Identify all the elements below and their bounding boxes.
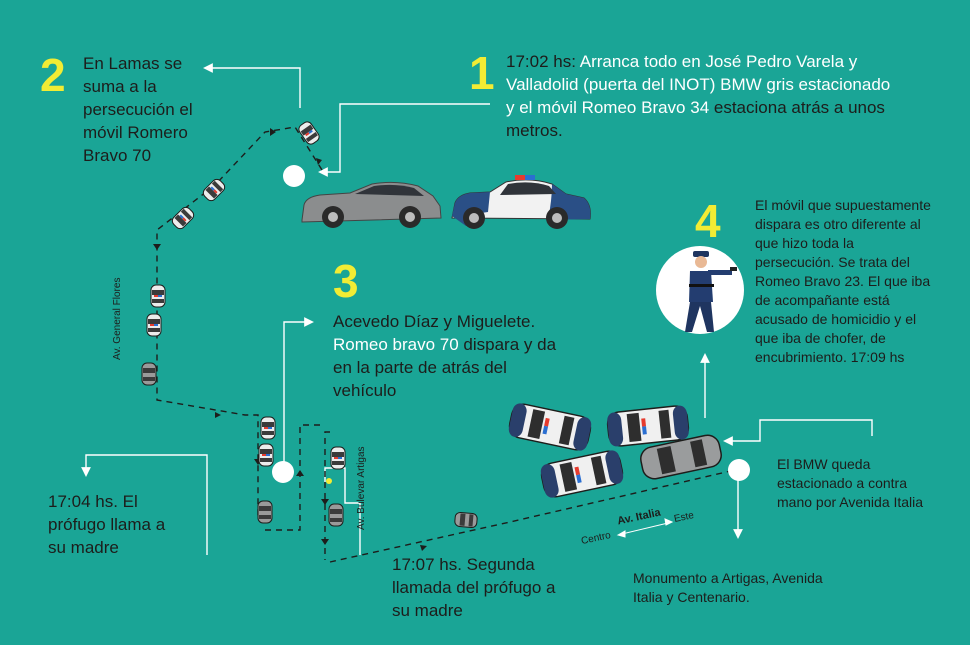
step-number-3: 3 xyxy=(333,255,359,307)
chase-route xyxy=(156,126,738,563)
final-scene-cars xyxy=(506,401,722,500)
annotation-3-text-b: dispara y da en la parte de atrás del ve… xyxy=(333,335,557,400)
annotation-4-text: El móvil que supuestamente dispara es ot… xyxy=(755,197,931,365)
connector-lines xyxy=(81,63,873,555)
note-monument: Monumento a Artigas, Avenida Italia y Ce… xyxy=(633,570,823,605)
annotation-1-text-b: estaciona atrás a unos metros. xyxy=(506,98,885,140)
annotation-1: 17:02 hs: Arranca todo en José Pedro Var… xyxy=(506,50,891,142)
annotation-1-time: 17:02 hs: xyxy=(506,52,580,71)
bmw-car-icon xyxy=(301,181,442,228)
direction-arrow xyxy=(616,518,674,538)
annotation-1-unit: Romeo Bravo 34 xyxy=(581,98,710,117)
street-general-flores: Av. General Flores xyxy=(112,277,123,360)
note-first-call: 17:04 hs. El prófugo llama a su madre xyxy=(48,492,166,557)
annotation-2: En Lamas se suma a la persecución el móv… xyxy=(83,52,208,167)
police-officer-icon xyxy=(656,246,744,334)
step-number-1: 1 xyxy=(469,47,495,99)
annotation-3-text-a: Acevedo Díaz y Miguelete. xyxy=(333,312,536,331)
step-number-4: 4 xyxy=(695,195,721,247)
annotation-3-unit: Romeo bravo 70 xyxy=(333,335,459,354)
note-second-call: 17:07 hs. Segunda llamada del prófugo a … xyxy=(392,555,556,620)
police-car-icon xyxy=(451,175,591,229)
annotation-3: Acevedo Díaz y Miguelete. Romeo bravo 70… xyxy=(333,310,558,402)
step-number-2: 2 xyxy=(40,49,66,101)
note-bmw-parked: El BMW queda estacionado a contra mano p… xyxy=(777,456,924,510)
street-bulevar-artigas: Av. Bulevar Artigas xyxy=(356,446,367,530)
annotation-2-text: En Lamas se suma a la persecución el móv… xyxy=(83,54,193,165)
location-markers xyxy=(272,165,750,483)
annotation-4: El móvil que supuestamente dispara es ot… xyxy=(755,196,935,367)
annotation-1-text-a: Arranca todo en José Pedro Varela y Vall… xyxy=(506,52,891,117)
shot-marker xyxy=(326,478,332,484)
